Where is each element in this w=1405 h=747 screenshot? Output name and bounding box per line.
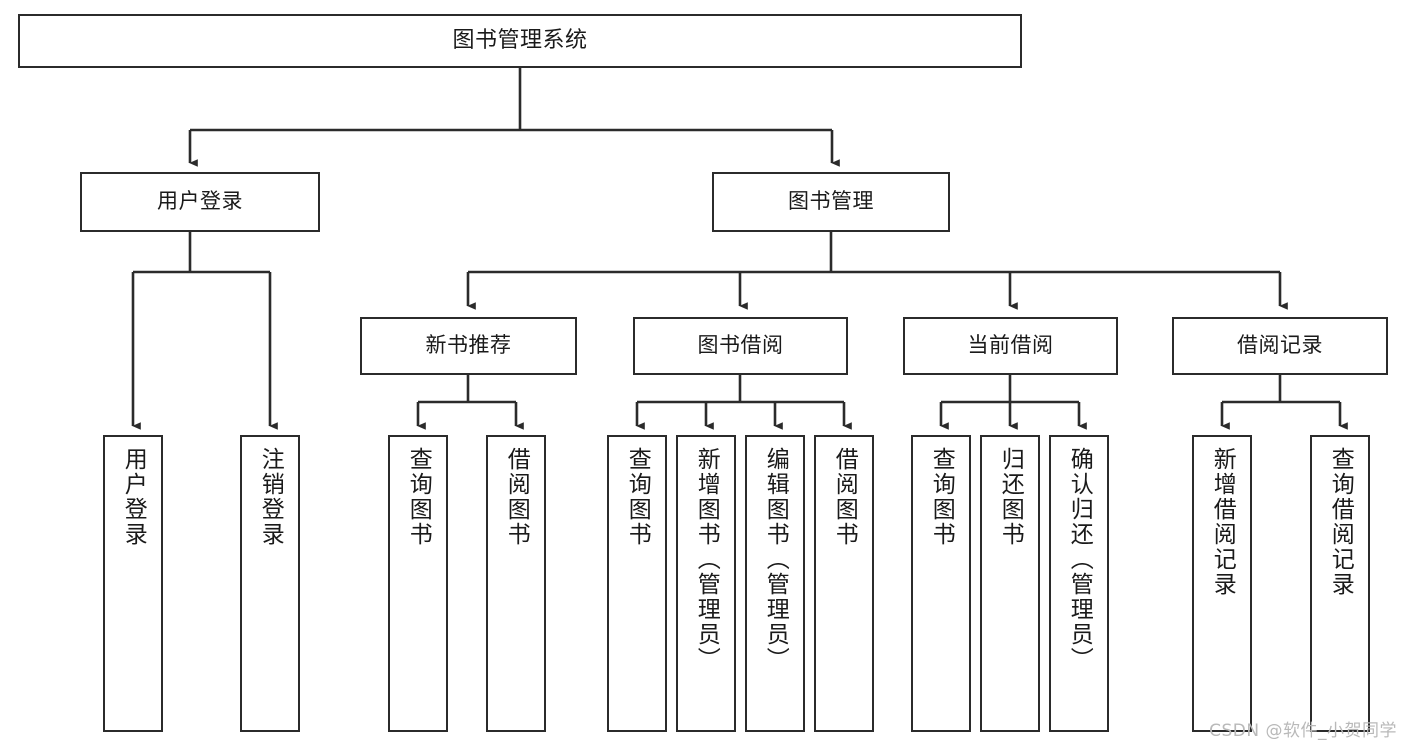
- node-leaf-add-borrow-record[interactable]: 新增借阅记录: [1192, 435, 1252, 732]
- node-leaf-borrow-book-2-label: 借阅图书: [831, 447, 858, 547]
- node-current-borrow-label: 当前借阅: [967, 333, 1054, 358]
- node-leaf-query-book-1[interactable]: 查询图书: [388, 435, 448, 732]
- node-book-borrow-label: 图书借阅: [697, 333, 784, 358]
- node-leaf-confirm-return-admin[interactable]: 确认归还（管理员）: [1049, 435, 1109, 732]
- node-leaf-add-borrow-record-label: 新增借阅记录: [1209, 447, 1236, 597]
- node-leaf-confirm-return-admin-label: 确认归还（管理员）: [1066, 447, 1093, 672]
- node-book-borrow[interactable]: 图书借阅: [633, 317, 848, 375]
- node-leaf-query-book-2[interactable]: 查询图书: [607, 435, 667, 732]
- node-new-book-recommend-label: 新书推荐: [425, 333, 512, 358]
- node-borrow-record-label: 借阅记录: [1237, 333, 1323, 358]
- node-borrow-record[interactable]: 借阅记录: [1172, 317, 1388, 375]
- node-leaf-add-book-admin-label: 新增图书（管理员）: [693, 447, 720, 672]
- node-leaf-query-borrow-record-label: 查询借阅记录: [1327, 447, 1354, 597]
- node-leaf-add-book-admin[interactable]: 新增图书（管理员）: [676, 435, 736, 732]
- node-leaf-query-book-1-label: 查询图书: [405, 447, 432, 547]
- node-new-book-recommend[interactable]: 新书推荐: [360, 317, 577, 375]
- node-root-label: 图书管理系统: [452, 27, 588, 53]
- node-leaf-query-book-3[interactable]: 查询图书: [911, 435, 971, 732]
- node-leaf-user-login[interactable]: 用户登录: [103, 435, 163, 732]
- node-leaf-logout-login-label: 注销登录: [257, 447, 284, 547]
- node-leaf-return-book-label: 归还图书: [997, 447, 1024, 547]
- node-book-manage-label: 图书管理: [788, 189, 874, 214]
- csdn-watermark: CSDN @软件_小贺同学: [1209, 721, 1397, 741]
- node-book-manage[interactable]: 图书管理: [712, 172, 950, 232]
- node-leaf-borrow-book-1-label: 借阅图书: [503, 447, 530, 547]
- node-user-login-label: 用户登录: [157, 189, 243, 214]
- node-current-borrow[interactable]: 当前借阅: [903, 317, 1118, 375]
- node-user-login[interactable]: 用户登录: [80, 172, 320, 232]
- node-leaf-edit-book-admin-label: 编辑图书（管理员）: [762, 447, 789, 672]
- node-root[interactable]: 图书管理系统: [18, 14, 1022, 68]
- node-leaf-return-book[interactable]: 归还图书: [980, 435, 1040, 732]
- node-leaf-edit-book-admin[interactable]: 编辑图书（管理员）: [745, 435, 805, 732]
- node-leaf-query-book-3-label: 查询图书: [928, 447, 955, 547]
- node-leaf-query-borrow-record[interactable]: 查询借阅记录: [1310, 435, 1370, 732]
- node-leaf-user-login-label: 用户登录: [120, 447, 147, 547]
- node-leaf-logout-login[interactable]: 注销登录: [240, 435, 300, 732]
- node-leaf-query-book-2-label: 查询图书: [624, 447, 651, 547]
- node-leaf-borrow-book-2[interactable]: 借阅图书: [814, 435, 874, 732]
- node-leaf-borrow-book-1[interactable]: 借阅图书: [486, 435, 546, 732]
